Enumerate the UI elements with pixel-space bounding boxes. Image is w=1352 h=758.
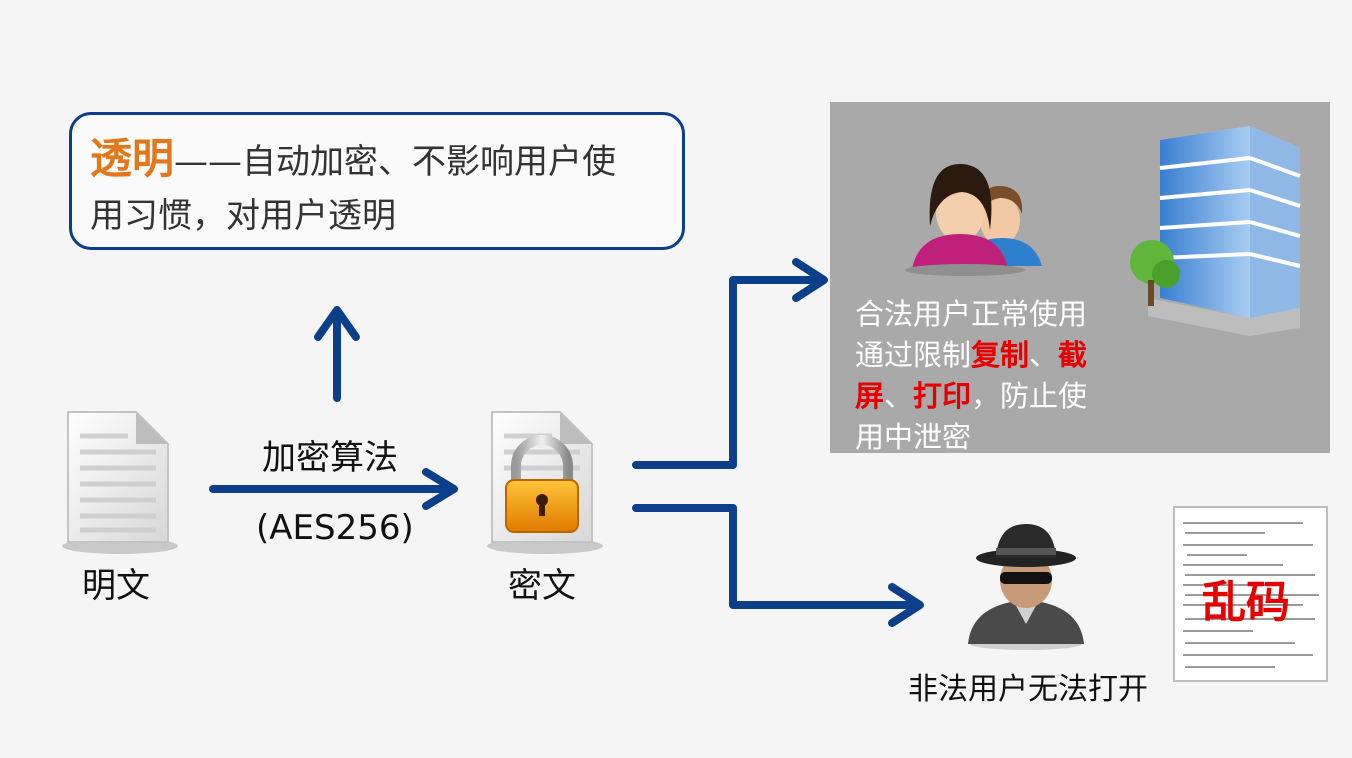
- note-line2: 用习惯，对用户透明: [90, 196, 396, 236]
- building-icon: [1130, 126, 1301, 336]
- legal-user-panel: [830, 102, 1330, 453]
- legal-line3-d: ，防止使: [971, 379, 1088, 413]
- illegal-user-label: 非法用户无法打开: [908, 672, 1148, 707]
- legal-line2-a: 通过限制: [855, 338, 972, 372]
- ciphertext-label: 密文: [508, 566, 576, 606]
- legal-line2-b: 复制: [971, 338, 1030, 372]
- garbled-noise: [1183, 522, 1319, 668]
- garbled-label: 乱码: [1202, 577, 1290, 628]
- legal-line4: 用中泄密: [855, 420, 972, 454]
- plaintext-label: 明文: [82, 566, 150, 606]
- legal-panel-art: [905, 126, 1301, 336]
- up-arrow: [314, 306, 360, 402]
- legal-line3-b: 、: [884, 379, 914, 413]
- legal-line1: 合法用户正常使用: [855, 297, 1088, 331]
- legal-line2-d: 截: [1058, 338, 1088, 372]
- legal-arrow: [632, 258, 828, 469]
- encrypt-arrow: [209, 468, 458, 510]
- note-text: 透明——自动加密、不影响用户使 用习惯，对用户透明: [90, 132, 670, 243]
- algorithm-name: (AES256): [256, 508, 414, 548]
- note-box: [69, 112, 685, 250]
- legal-line2-c: 、: [1029, 338, 1059, 372]
- users-icon: [905, 163, 1042, 276]
- legal-line3-c: 打印: [913, 379, 972, 413]
- note-highlight: 透明: [90, 134, 175, 183]
- hacker-icon: [968, 524, 1084, 650]
- garbled-document: [1173, 506, 1328, 682]
- algorithm-label: 加密算法: [262, 438, 398, 478]
- legal-text: 合法用户正常使用 通过限制复制、截 屏、打印，防止使 用中泄密: [855, 294, 1115, 458]
- illegal-arrow: [632, 504, 924, 627]
- locked-document-icon: [487, 411, 603, 554]
- legal-line3-a: 屏: [855, 379, 885, 413]
- note-line1: ——自动加密、不影响用户使: [174, 142, 617, 182]
- document-icon: [62, 411, 178, 554]
